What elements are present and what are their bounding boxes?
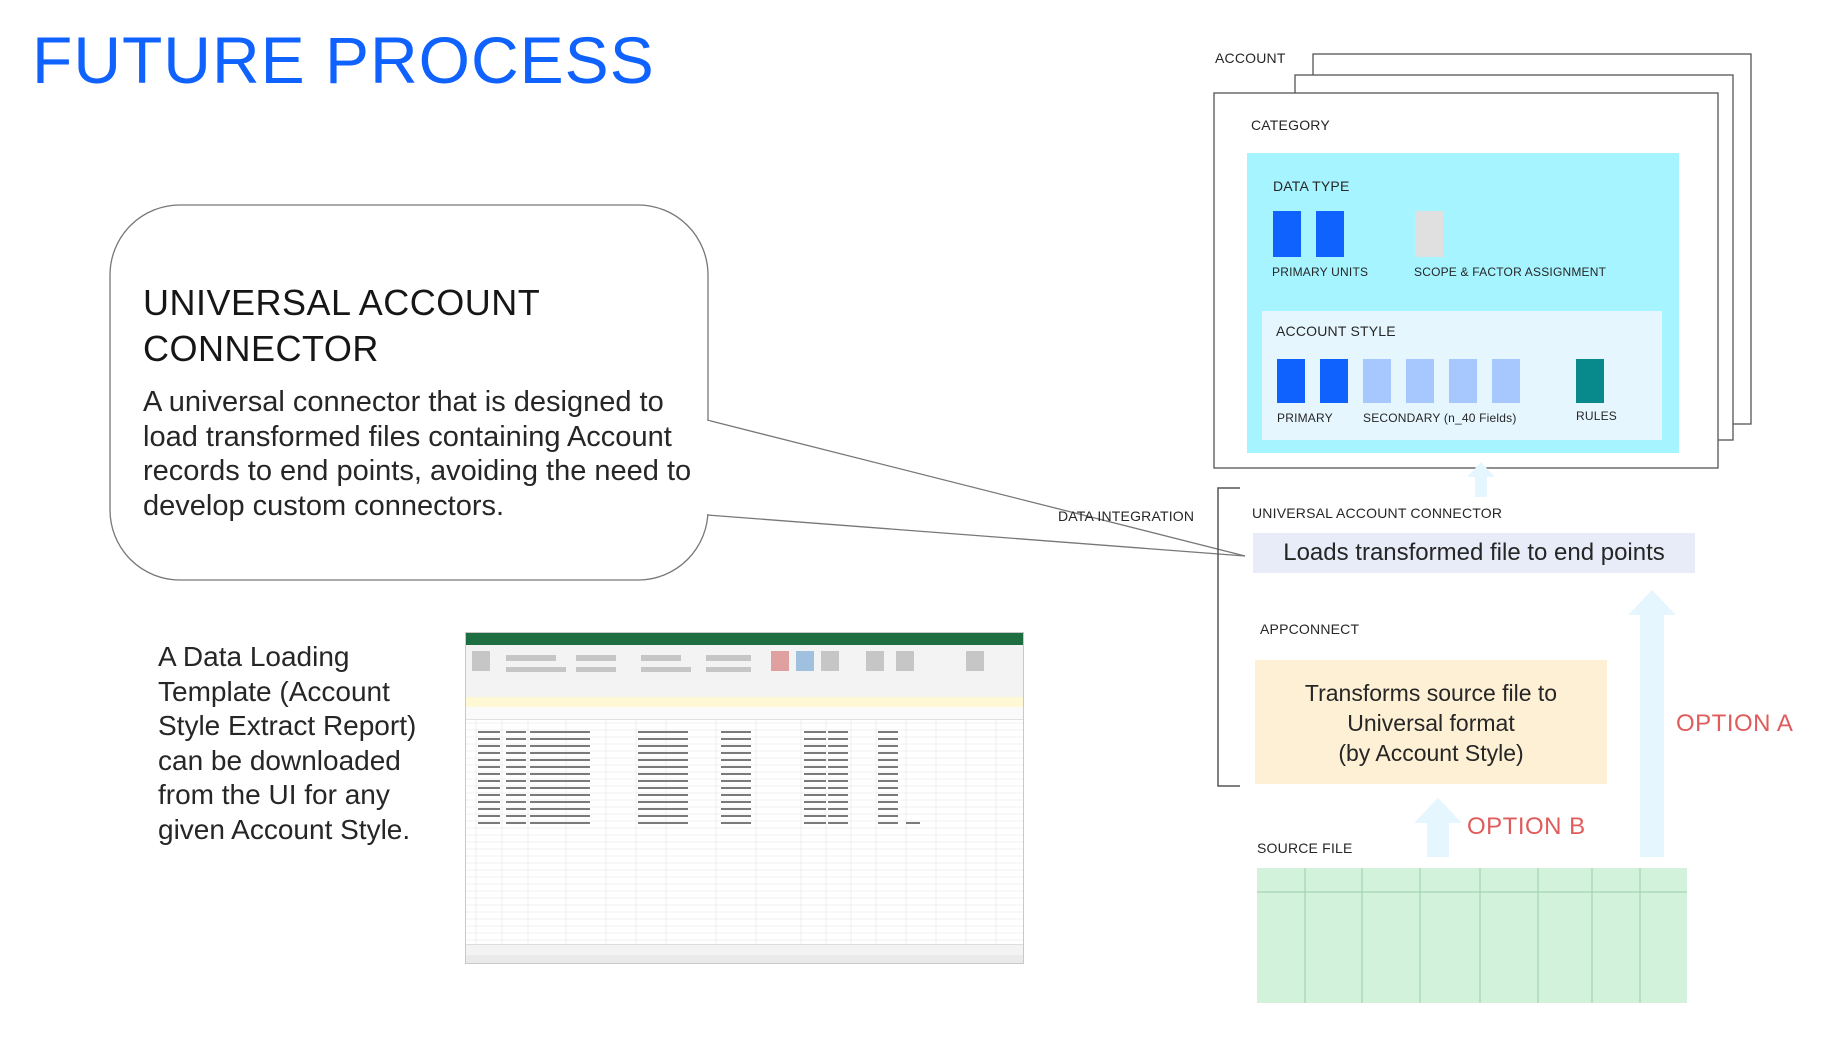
primary-label: PRIMARY [1277,411,1333,425]
data-integration-label: DATA INTEGRATION [1058,508,1195,524]
category-label: CATEGORY [1251,117,1330,133]
primary-unit-square-1 [1273,211,1301,257]
secondary-square-4 [1492,359,1520,403]
primary-units-label: PRIMARY UNITS [1272,265,1369,279]
secondary-square-2 [1406,359,1434,403]
appconnect-label: APPCONNECT [1260,621,1360,637]
account-style-label: ACCOUNT STYLE [1276,323,1396,339]
uac-label: UNIVERSAL ACCOUNT CONNECTOR [1252,505,1503,521]
uac-bar [1253,533,1695,573]
appconnect-text-line2: Universal format [1347,710,1515,736]
connector-line-bottom [706,514,1246,557]
rules-label: RULES [1576,409,1618,423]
rules-square [1576,359,1604,403]
excel-status-bar [466,955,1023,963]
excel-ribbon [466,645,1023,698]
appconnect-box [1255,660,1607,784]
scope-factor-label: SCOPE & FACTOR ASSIGNMENT [1414,265,1607,279]
primary-square-1 [1277,359,1305,403]
option-a-arrow [1628,590,1676,857]
secondary-label: SECONDARY (n_40 Fields) [1363,411,1517,425]
connector-line-top [706,419,1246,557]
callout-body: A universal connector that is designed t… [143,386,692,522]
primary-square-2 [1320,359,1348,403]
account-label: ACCOUNT [1215,50,1286,66]
appconnect-text-line3: (by Account Style) [1338,740,1524,766]
process-bracket [1217,487,1240,787]
primary-unit-square-2 [1316,211,1344,257]
excel-warning-bar [466,697,1023,707]
source-file-label: SOURCE FILE [1257,840,1353,856]
option-b-label: OPTION B [1467,813,1586,840]
secondary-square-3 [1449,359,1477,403]
appconnect-text: Transforms source file to Universal form… [1255,678,1607,768]
excel-screenshot-thumbnail [465,632,1024,964]
callout-title: UNIVERSAL ACCOUNT CONNECTOR [143,282,540,369]
excel-sheet-tabs [466,944,1023,955]
data-type-label: DATA TYPE [1273,178,1350,194]
template-note: A Data Loading Template (Account Style E… [158,641,417,845]
scope-factor-square [1415,211,1443,257]
uac-up-arrow [1467,462,1495,497]
excel-formula-bar [466,707,1023,720]
slide-title: FUTURE PROCESS [32,23,655,97]
option-b-arrow [1414,798,1462,857]
excel-sheet-grid [466,719,1023,945]
uac-bar-text: Loads transformed file to end points [1283,539,1665,566]
appconnect-text-line1: Transforms source file to [1304,680,1558,706]
excel-title-bar [466,633,1023,645]
secondary-square-1 [1363,359,1391,403]
option-a-label: OPTION A [1676,710,1794,737]
callout-bubble [109,204,709,581]
source-file-grid [1257,868,1687,1003]
